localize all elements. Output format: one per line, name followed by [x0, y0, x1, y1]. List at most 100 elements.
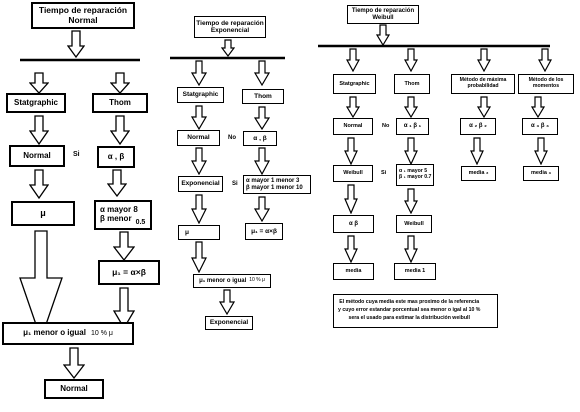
weibull-title-line1: Tiempo de reparación [351, 7, 415, 14]
weibull-arrow-stat-4 [344, 184, 358, 214]
exp-arrow-down-1 [221, 39, 235, 57]
normal-statgraphic-label: Statgraphic [13, 97, 58, 107]
weibull-no-label: No [382, 123, 390, 129]
normal-final-box: Normal [44, 379, 104, 399]
exp-params-box: α , β [243, 131, 277, 146]
weibull-mm-result-label: media ₂ [468, 170, 489, 177]
normal-arrow-down-8 [63, 347, 85, 379]
normal-mu-label: μ [40, 207, 46, 218]
exp-condition-line2: β mayor 1 menor 10 [246, 184, 303, 191]
normal-mu1-box: μ₁ = α×β [98, 260, 160, 285]
normal-condition-line1: α mayor 8 [100, 205, 138, 215]
weibull-arrow-stat [346, 48, 360, 72]
weibull-method-statgraphic-label: Statgraphic [339, 80, 370, 87]
exp-exponencial-box: Exponencial [178, 176, 223, 192]
weibull-thom-result-box: Weibull [396, 215, 432, 233]
weibull-method-maxprob-box: Método de máxima probabilidad [451, 74, 515, 94]
weibull-arrow-mm-3 [470, 137, 484, 165]
normal-final-condition-box: μ₁ menor o igual 10 % μ [2, 322, 134, 345]
weibull-arrow-stat-3 [344, 137, 358, 165]
weibull-stat-weibull-label: Weibull [343, 170, 363, 177]
exp-title-box: Tiempo de reparación Exponencial [194, 16, 266, 38]
exp-arrow-left [191, 60, 207, 86]
weibull-arrow-stat-2 [346, 96, 360, 118]
exp-arrow-down-5 [254, 147, 270, 175]
exp-arrow-down-7 [254, 196, 270, 222]
exp-thom-label: Thom [254, 92, 272, 100]
exp-final-condition-label: μ₁ menor o igual [199, 277, 247, 284]
weibull-note-box: El método cuya media este mas proximo de… [333, 294, 498, 328]
weibull-title-box: Tiempo de reparación Weibull [347, 5, 419, 24]
weibull-arrow-thom-5 [404, 235, 418, 263]
weibull-arrow-thom [404, 48, 418, 72]
weibull-mom-result-box: media ₃ [523, 166, 559, 181]
exp-normal-box: Normal [177, 130, 220, 146]
weibull-method-thom-label: Thom [404, 80, 420, 87]
weibull-arrow-thom-3 [404, 137, 418, 165]
weibull-thom-condition-line2: β ₁ mayor 0.7 [399, 174, 432, 180]
weibull-thom-params-label: α ₁ β ₁ [403, 123, 422, 130]
exp-statgraphic-box: Statgraphic [177, 87, 224, 103]
weibull-note-line3: sera el usado para estimar la distribuci… [348, 315, 470, 322]
normal-result-label: Normal [23, 150, 51, 160]
weibull-arrow-down-1 [376, 24, 390, 46]
exp-arrow-down-4 [191, 147, 207, 175]
exp-final-box: Exponencial [205, 316, 253, 330]
weibull-method-momentos-label: Método de los momentos [528, 77, 564, 89]
weibull-thom-condition-box: α ₁ mayor 5 β ₁ mayor 0.7 [396, 164, 434, 186]
exp-title-line1: Tiempo de reparación [196, 19, 264, 27]
weibull-mom-params-box: α ₃ β ₃ [522, 118, 558, 135]
weibull-title-line2: Weibull [372, 14, 394, 21]
exp-params-label: α , β [253, 134, 267, 142]
weibull-stat-normal-box: Normal [333, 118, 373, 135]
normal-arrow-down-6 [113, 231, 135, 261]
normal-si-label: Si [73, 151, 80, 158]
normal-condition-line2: β menor 0.5 [100, 214, 146, 226]
normal-final-label: Normal [60, 383, 88, 393]
exp-no-label: No [228, 135, 236, 141]
weibull-mom-params-label: α ₃ β ₃ [531, 123, 549, 130]
weibull-mm-params-box: α ₂ β ₂ [460, 118, 496, 135]
weibull-arrow-mm [477, 48, 491, 72]
normal-arrow-down-2 [29, 115, 49, 145]
exp-mu-box: μ [178, 225, 220, 240]
weibull-thom-mean-label: media 1 [404, 268, 426, 275]
exp-thom-box: Thom [242, 89, 284, 104]
exp-mu1-label: μ₁ = α×β [251, 227, 277, 235]
exp-arrow-down-9 [219, 289, 235, 315]
exp-arrow-right [254, 60, 270, 86]
exp-arrow-down-2 [191, 105, 207, 130]
weibull-note-line1: El método cuya media este mas proximo de… [339, 299, 480, 305]
weibull-mom-result-label: media ₃ [531, 170, 551, 177]
weibull-mm-result-box: media ₂ [461, 166, 496, 181]
weibull-method-maxprob-label: Método de máxima probabilidad [459, 77, 507, 89]
normal-arrow-right [110, 72, 130, 94]
normal-arrow-down-4 [29, 169, 49, 199]
normal-mu1-label: μ₁ = α×β [112, 266, 146, 277]
normal-condition-value: 0.5 [135, 219, 146, 226]
exp-final-condition-box: μ₁ menor o igual 10 % μ [193, 274, 271, 288]
weibull-arrow-stat-5 [344, 235, 358, 263]
exp-final-label: Exponencial [209, 319, 249, 327]
normal-mu-box: μ [11, 201, 75, 226]
weibull-method-statgraphic-box: Statgraphic [333, 74, 376, 94]
exp-condition-line1: α mayor 1 menor 3 [246, 177, 300, 184]
weibull-thom-params-box: α ₁ β ₁ [396, 118, 429, 135]
normal-arrow-down-7 [113, 287, 135, 329]
weibull-arrow-mom-3 [534, 137, 548, 165]
exp-condition-box: α mayor 1 menor 3 β mayor 1 menor 10 [243, 175, 311, 194]
weibull-stat-params-box: α β [333, 215, 374, 233]
normal-arrow-down-3 [110, 115, 130, 145]
weibull-stat-normal-label: Normal [343, 123, 363, 130]
exp-arrow-down-8 [191, 241, 207, 273]
normal-condition-line2-text: β menor [100, 214, 132, 223]
weibull-arrow-mm-2 [477, 96, 491, 118]
exp-mu-label: μ [185, 228, 189, 236]
normal-title-box: Tiempo de reparación Normal [31, 2, 135, 29]
exp-title-line2: Exponencial [210, 27, 250, 34]
normal-thom-box: Thom [92, 93, 148, 113]
normal-thom-label: Thom [109, 97, 131, 107]
weibull-arrow-thom-2 [404, 96, 418, 118]
weibull-arrow-mom-2 [531, 96, 545, 118]
